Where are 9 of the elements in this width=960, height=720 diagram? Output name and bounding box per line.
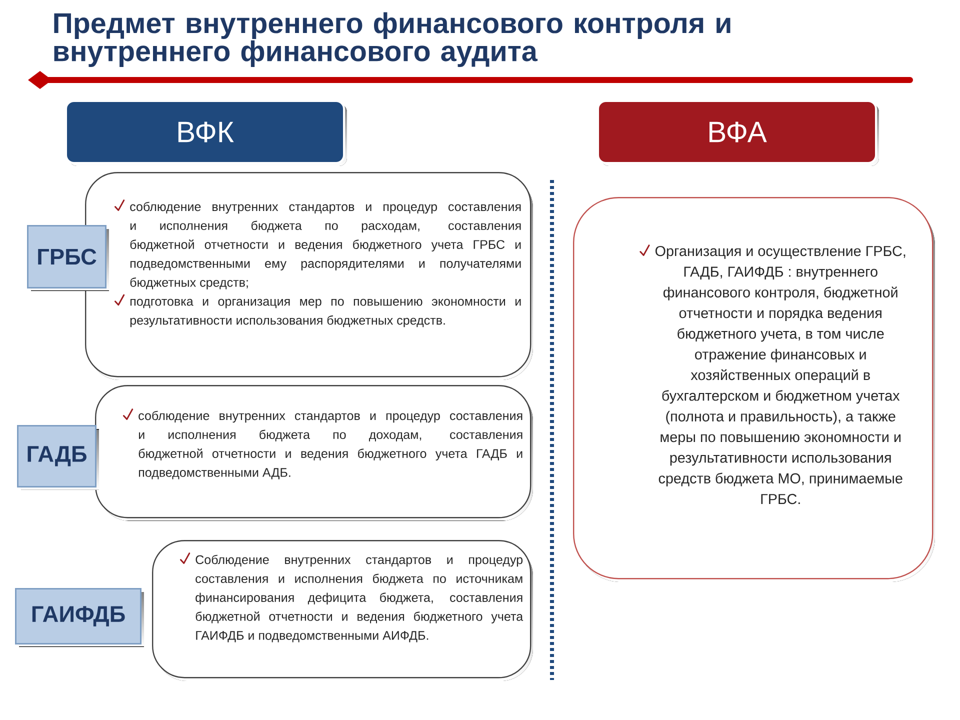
title: Предмет внутреннего финансового контроля и внутреннего финансового аудита: [54, 12, 730, 68]
text-card: соблюдение внутренних стандартов и процедур составления и исполнения бюджета по доходам, составления бюджетной отчетности и ведения бюджетного учета ГАДБ и подведомственными АДБ.: [95, 385, 533, 521]
text-card: Соблюдение внутренних стандартов и процедур составления и исполнения бюджета по источникам финансирования дефицита бюджета, составления бюджетной отчетности и ведения бюджетного учета ГАИФДБ и подведомственными АИФДБ.: [152, 540, 533, 681]
category-label: ГАИФДБ: [15, 588, 144, 647]
title-button: ВФК: [65, 100, 347, 166]
text-card: Организация и осуществление ГРБС, ГАДБ, ГАИФДБ : внутреннего финансового контроля, бюджетной отчетности и порядка ведения бюджетного учета, в том числе отражение финансовых и хозяйственных операций в бухгалтерском и бюджетном учетах (полнота и правильность), а также меры по повышению экономности и результативности использования средств бюджета МО, принимаемые ГРБС.: [573, 197, 935, 582]
category-label: ГРБС: [27, 225, 109, 291]
title-button: ВФА: [597, 100, 879, 166]
category-label: ГАДБ: [17, 425, 99, 490]
